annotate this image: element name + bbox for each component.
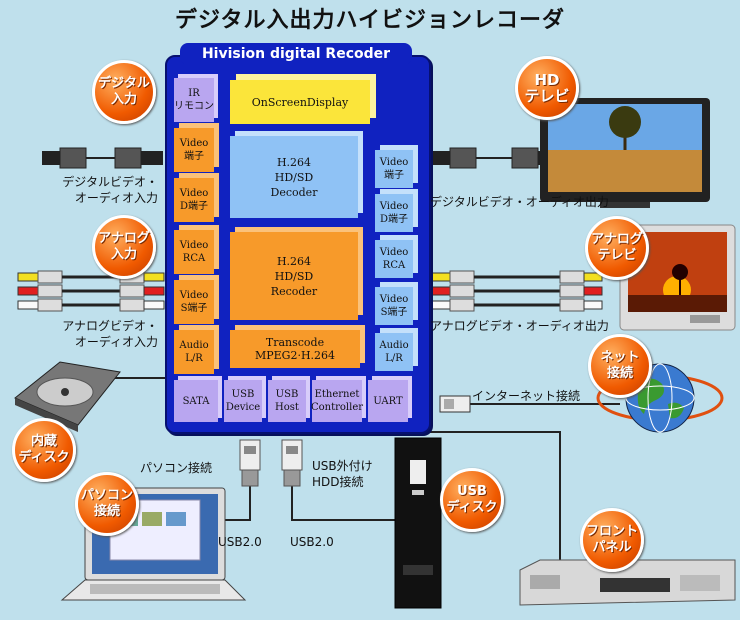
label-digital-av-in: デジタルビデオ・ オーディオ入力 [62,175,158,205]
label-usb2-device: USB2.0 [218,535,262,549]
label-analog-av-out: アナログビデオ・オーディオ出力 [430,319,609,333]
badge-usb-disk: USB ディスク [440,468,504,532]
label-pc-connection: パソコン接続 [140,461,213,475]
rca-cables-in [17,270,165,312]
badge-analog-tv: アナログ テレビ [585,216,649,280]
usb-disk-icon [394,437,442,609]
rca-cables-out [429,270,603,312]
badge-front-panel: フロント パネル [580,508,644,572]
front-panel-icon [519,559,736,606]
uart-block: UART [368,380,408,422]
video-s-in-block: Video S端子 [174,280,214,324]
video-s-out-block: Video S端子 [375,287,413,325]
ethernet-block: Ethernet Controller [311,380,363,422]
audio-out-block: Audio L/R [375,333,413,371]
video-out-block: Video 端子 [375,150,413,188]
badge-analog-input: アナログ 入力 [92,215,156,279]
badge-internal-disk: 内蔵 ディスク [12,418,76,482]
ir-remote-block: IR リモコン [174,78,214,122]
usb-plug-device [239,439,261,487]
video-in-block: Video 端子 [174,128,214,172]
usb-host-block: USB Host [268,380,306,422]
analog-tv-icon [619,224,736,331]
badge-hd-tv: HD テレビ [515,56,579,120]
transcode-block: Transcode MPEG2·H.264 [230,330,360,368]
badge-digital-input: デジタル 入力 [92,60,156,124]
audio-in-block: Audio L/R [174,330,214,374]
osd-block: OnScreenDisplay [230,80,370,124]
page-title: デジタル入出力ハイビジョンレコーダ [174,8,566,33]
board-title: Hivision digital Recoder [180,43,412,65]
hard-disk-icon [14,361,121,432]
video-rca-in-block: Video RCA [174,230,214,274]
label-usb-hdd: USB外付け HDD接続 [312,459,373,489]
usb-plug-host [281,439,303,487]
label-analog-av-in: アナログビデオ・ オーディオ入力 [62,319,158,349]
hdmi-cable-out [430,147,556,169]
video-d-in-block: Video D端子 [174,178,214,222]
badge-net: ネット 接続 [588,334,652,398]
usb-device-block: USB Device [224,380,262,422]
video-d-out-block: Video D端子 [375,194,413,232]
video-rca-out-block: Video RCA [375,240,413,278]
decoder-block: H.264 HD/SD Decoder [230,136,358,218]
label-internet: インターネット接続 [472,389,581,403]
hdmi-cable-in [42,147,163,169]
label-digital-av-out: デジタルビデオ・オーディオ出力 [430,195,609,209]
label-usb2-host: USB2.0 [290,535,334,549]
recoder-block: H.264 HD/SD Recoder [230,232,358,320]
badge-pc: パソコン 接続 [75,472,139,536]
sata-block: SATA [174,380,218,422]
hd-tv-icon [540,98,710,208]
